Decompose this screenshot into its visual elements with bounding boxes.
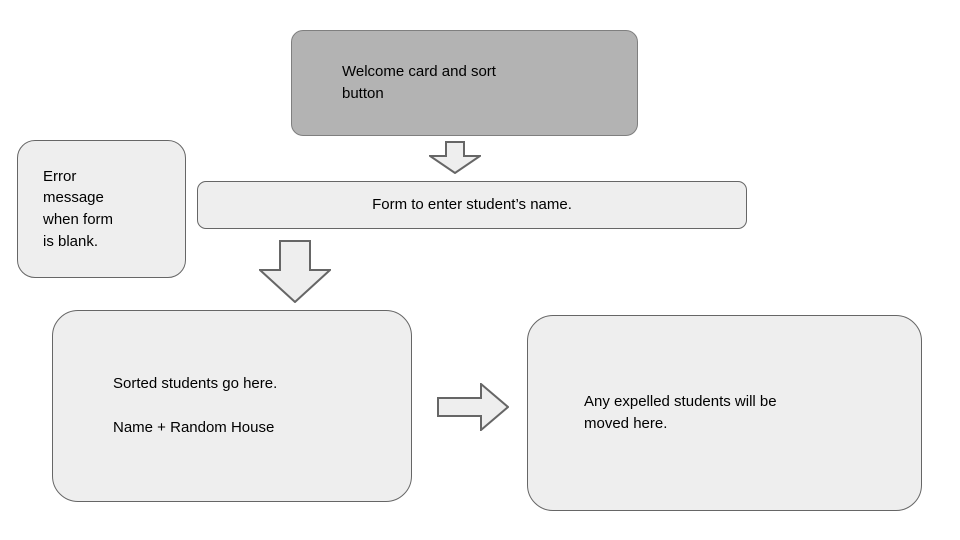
node-error-message[interactable]: Error message when form is blank. [17,140,186,278]
node-form-label: Form to enter student’s name. [372,196,572,214]
node-welcome-card[interactable]: Welcome card and sort button [291,30,638,136]
node-welcome-label: Welcome card and sort button [342,63,496,102]
node-expelled-label: Any expelled students will be moved here… [584,393,777,432]
arrow-right-sorted-to-expelled [437,383,509,431]
arrow-down-form-to-sorted [259,240,331,303]
node-error-label: Error message when form is blank. [43,167,114,250]
arrow-down-welcome-to-form [429,141,481,174]
node-sorted-label: Sorted students go here. Name + Random H… [113,375,278,436]
node-sorted-students[interactable]: Sorted students go here. Name + Random H… [52,310,412,502]
node-name-form[interactable]: Form to enter student’s name. [197,181,747,229]
node-expelled-students[interactable]: Any expelled students will be moved here… [527,315,922,511]
